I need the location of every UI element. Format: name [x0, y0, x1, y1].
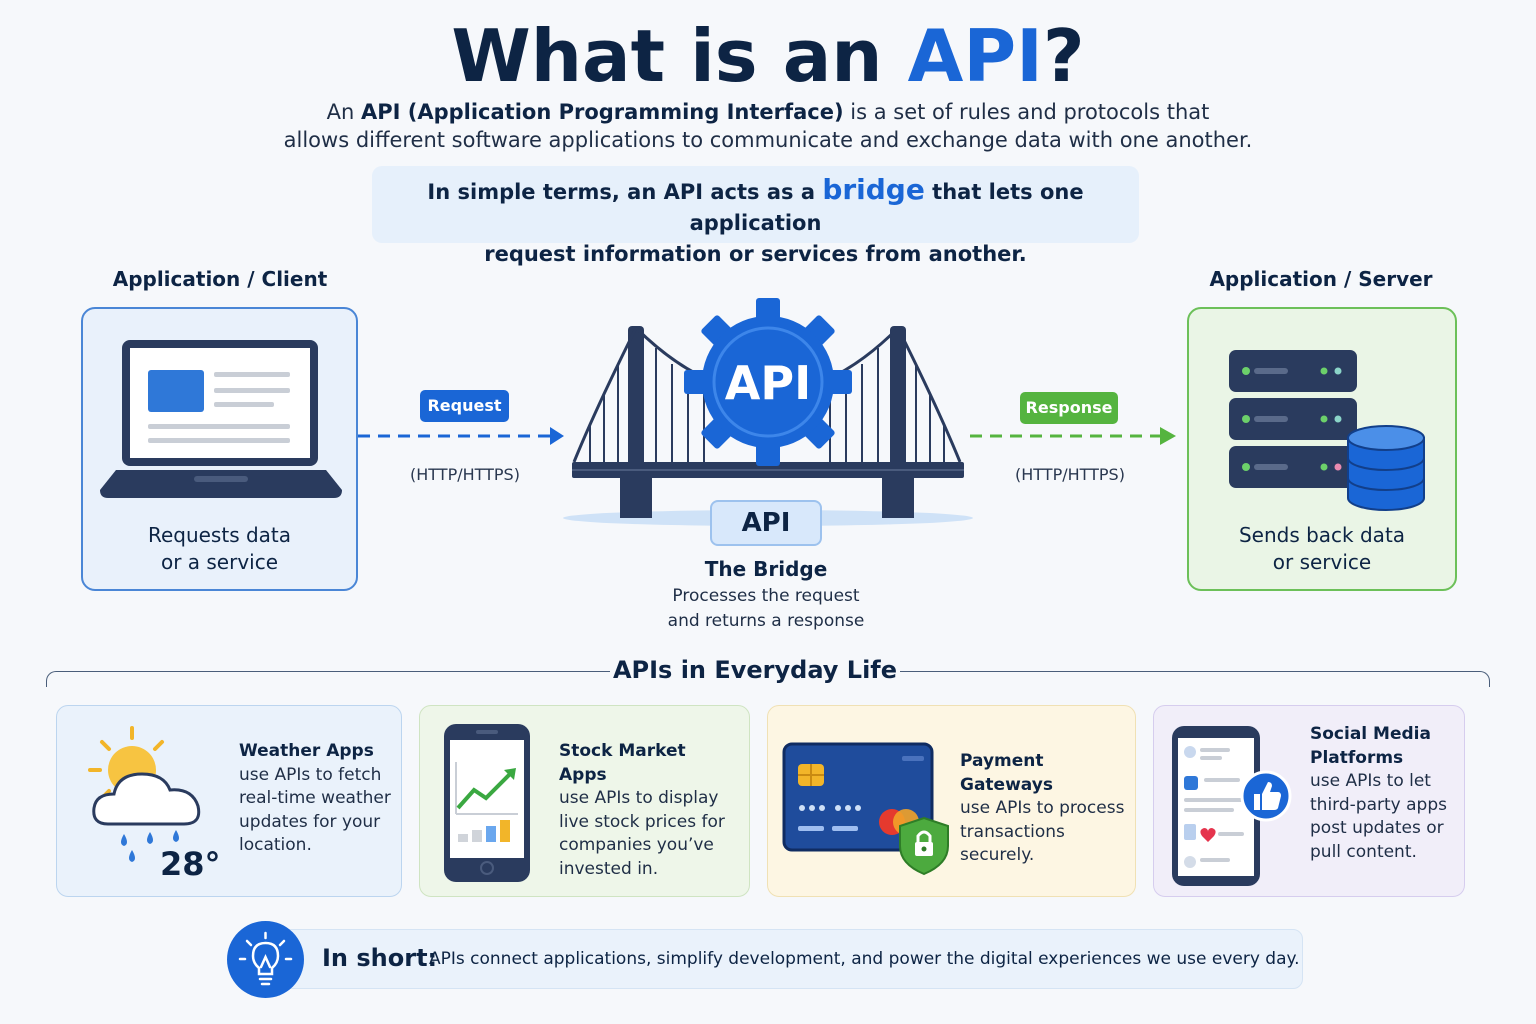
response-protocol: (HTTP/HTTPS): [1015, 465, 1125, 484]
intro-text: An API (Application Programming Interfac…: [283, 100, 1253, 152]
simple-terms-text: In simple terms, an API acts as a bridge…: [427, 173, 1084, 266]
server-database-icon: [1229, 350, 1425, 511]
request-arrow: [358, 427, 564, 445]
laptop-icon: [100, 340, 342, 498]
client-label: Application / Client: [112, 267, 328, 291]
bridge-title: The Bridge: [704, 557, 828, 581]
weather-text: Weather Apps use APIs to fetch real-time…: [239, 741, 391, 855]
in-short-label: In short:: [322, 944, 438, 972]
in-short-text: APIs connect applications, simplify deve…: [429, 949, 1300, 969]
social-phone-icon: [1172, 726, 1292, 886]
social-text: Social Media Platforms use APIs to let t…: [1310, 724, 1447, 862]
page-title: What is an API?: [451, 14, 1085, 98]
stock-text: Stock Market Apps use APIs to display li…: [559, 741, 725, 879]
lightbulb-icon: [238, 931, 293, 986]
credit-card-icon: [782, 742, 949, 876]
intro-bold: API (Application Programming Interface): [360, 100, 844, 124]
request-badge: Request: [420, 390, 509, 422]
response-badge: Response: [1020, 392, 1118, 424]
client-caption: Requests data or a service: [147, 523, 292, 574]
gear-api-label: API: [724, 356, 812, 410]
request-protocol: (HTTP/HTTPS): [410, 465, 520, 484]
weather-icon: [88, 726, 201, 862]
server-caption: Sends back data or service: [1238, 523, 1406, 574]
bridge-icon: [563, 298, 973, 526]
server-label: Application / Server: [1209, 267, 1433, 291]
in-short-box: [280, 929, 1303, 989]
stock-chart-phone-icon: [444, 724, 530, 882]
simple-terms-box: [372, 166, 1139, 243]
bridge-description: Processes the request and returns a resp…: [667, 586, 865, 631]
title-accent: API: [907, 14, 1043, 98]
everyday-title: APIs in Everyday Life: [610, 656, 900, 684]
payment-text: Payment Gateways use APIs to process tra…: [960, 751, 1125, 865]
temperature-value: 28°: [160, 845, 221, 883]
api-tag: API: [710, 500, 822, 546]
response-arrow: [970, 427, 1176, 445]
bridge-word: bridge: [822, 173, 925, 206]
